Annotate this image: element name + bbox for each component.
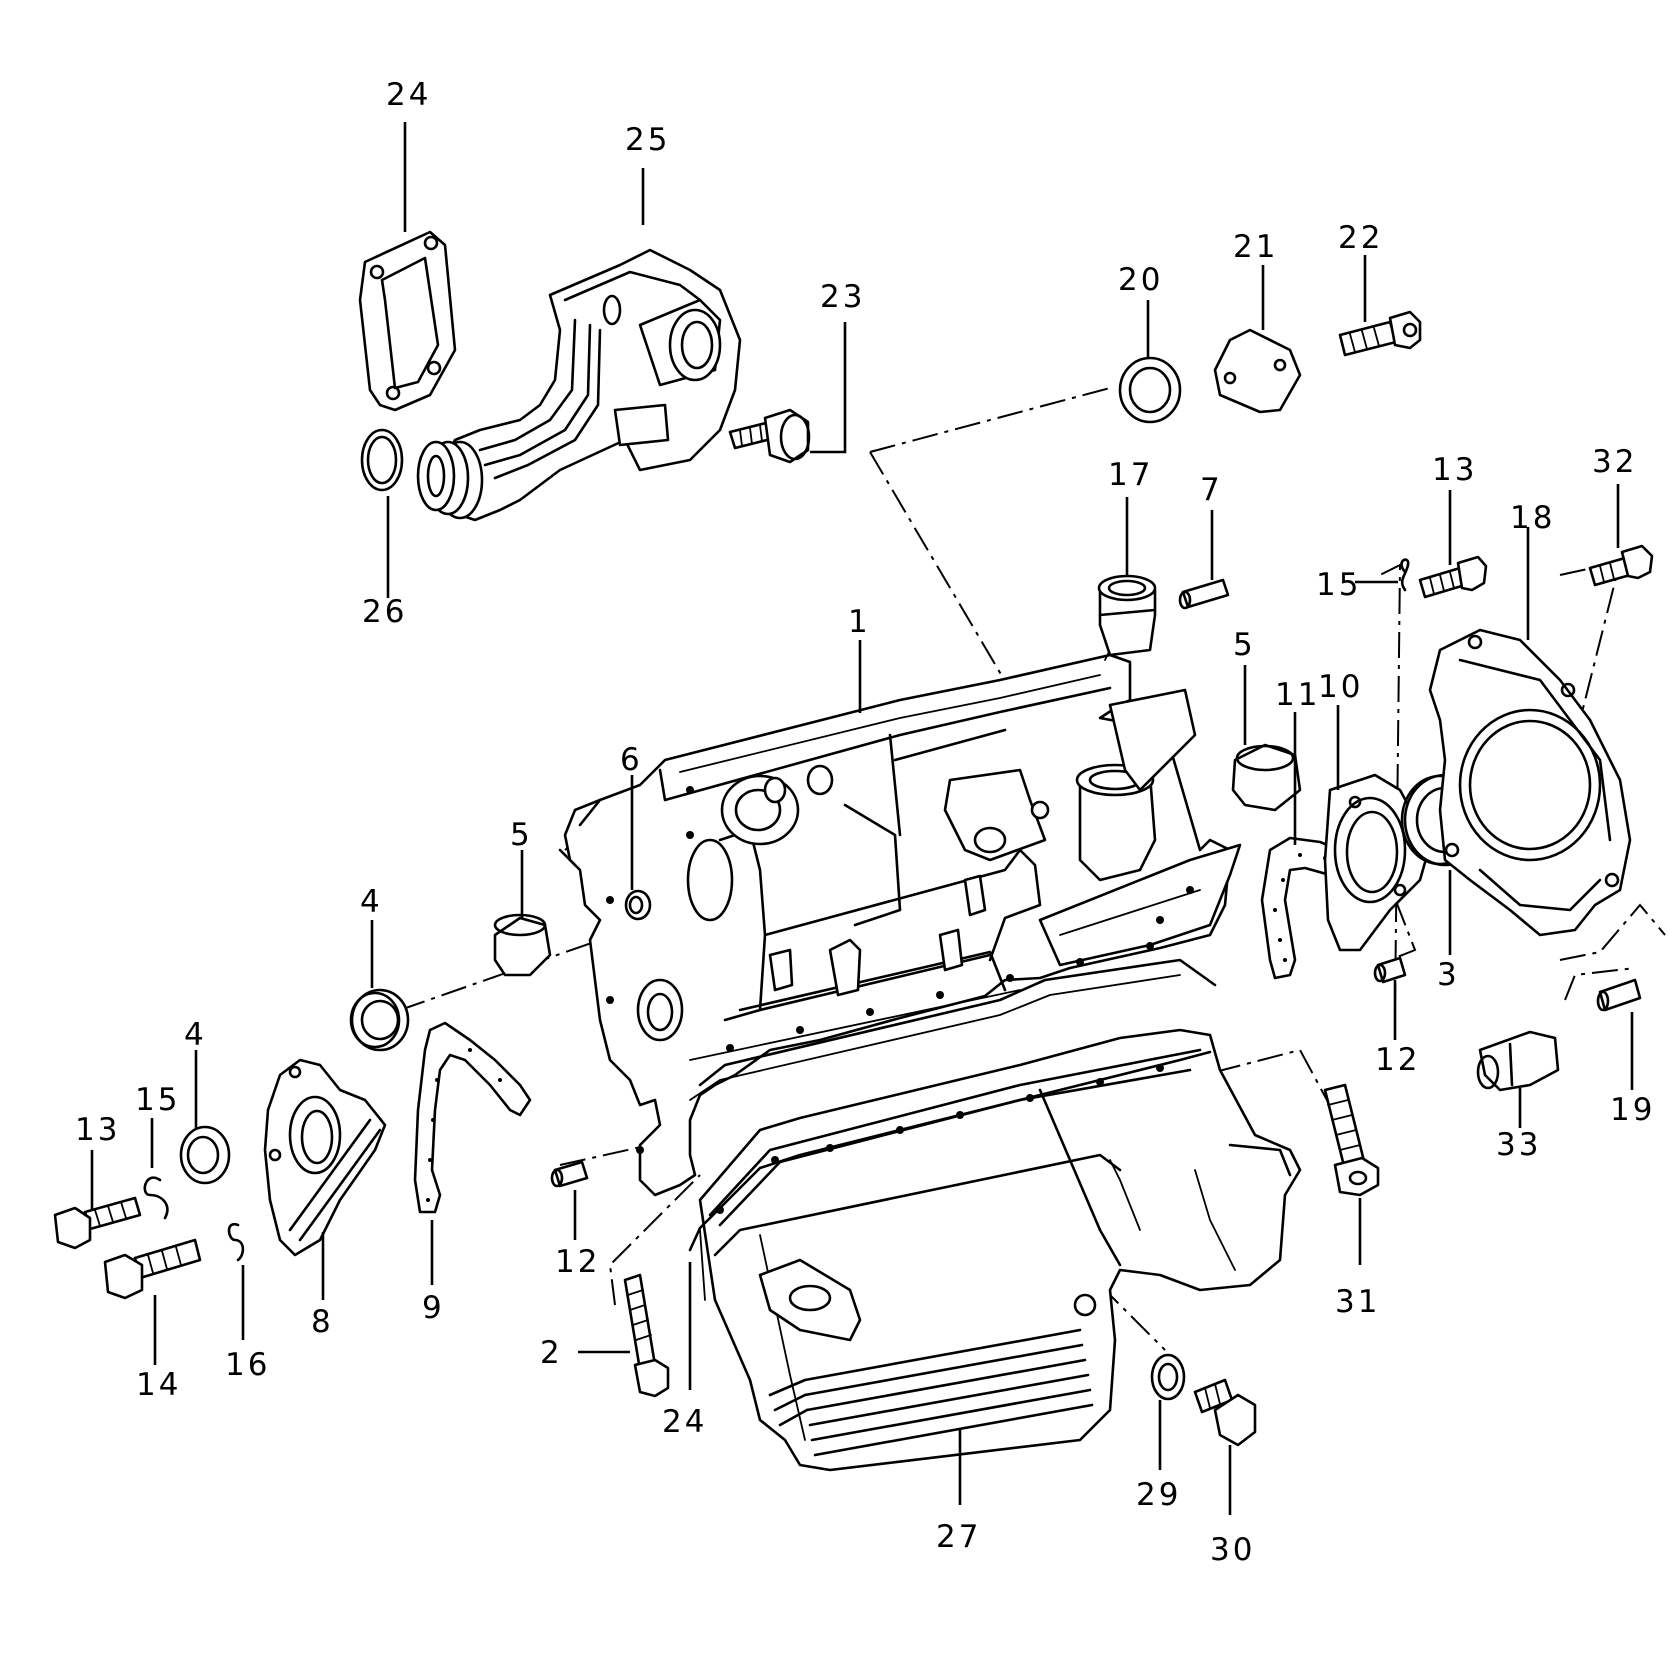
bolt-32 xyxy=(1588,544,1654,587)
callout-27: 27 xyxy=(936,1519,981,1555)
bushing-17 xyxy=(1097,574,1157,657)
drain-plug-30 xyxy=(1193,1378,1257,1447)
clip-16 xyxy=(227,1222,245,1262)
o-ring-20 xyxy=(1118,356,1182,424)
callout-25: 25 xyxy=(625,122,670,158)
plug-5-right xyxy=(1231,743,1302,812)
callout-16: 16 xyxy=(225,1347,270,1383)
callout-7: 7 xyxy=(1200,472,1223,508)
bolt-2 xyxy=(623,1273,670,1398)
plug-6 xyxy=(624,889,652,921)
dowel-7 xyxy=(1178,578,1230,610)
callout-15-right: 15 xyxy=(1316,567,1361,603)
plug-23 xyxy=(728,408,811,464)
callout-labels: 24 25 23 26 20 21 22 17 7 13 32 15 18 1 … xyxy=(75,77,1655,1568)
callout-1: 1 xyxy=(848,604,871,640)
callout-32: 32 xyxy=(1592,444,1637,480)
callout-19: 19 xyxy=(1610,1092,1655,1128)
callout-24-top: 24 xyxy=(386,77,431,113)
callout-29: 29 xyxy=(1136,1477,1181,1513)
bolt-31 xyxy=(1323,1083,1380,1197)
callout-24-bottom: 24 xyxy=(662,1404,707,1440)
dowel-19 xyxy=(1596,978,1642,1012)
callout-33: 33 xyxy=(1496,1127,1541,1163)
callout-11: 11 xyxy=(1275,677,1320,713)
callout-23: 23 xyxy=(820,279,865,315)
cover-plate-21 xyxy=(1213,328,1302,414)
callout-9: 9 xyxy=(422,1290,445,1326)
callout-22: 22 xyxy=(1338,220,1383,256)
water-pump-housing xyxy=(416,248,742,522)
callout-12-right: 12 xyxy=(1375,1042,1420,1078)
callout-3: 3 xyxy=(1437,957,1460,993)
callout-8: 8 xyxy=(311,1304,334,1340)
callout-2: 2 xyxy=(540,1335,563,1371)
seal-4-mid xyxy=(349,988,410,1052)
callout-13-left: 13 xyxy=(75,1112,120,1148)
callout-21: 21 xyxy=(1233,229,1278,265)
o-ring-26 xyxy=(360,428,404,492)
callout-14: 14 xyxy=(136,1367,181,1403)
callout-12-left: 12 xyxy=(555,1244,600,1280)
clip-15-right xyxy=(1400,558,1410,592)
cover-18 xyxy=(1428,628,1632,937)
callout-4-left: 4 xyxy=(184,1017,207,1053)
callout-31: 31 xyxy=(1335,1284,1380,1320)
callout-17: 17 xyxy=(1108,457,1153,493)
bolt-14 xyxy=(103,1238,202,1300)
callout-30: 30 xyxy=(1210,1532,1255,1568)
oil-pan xyxy=(698,1028,1302,1472)
callout-5-left: 5 xyxy=(510,817,533,853)
bolt-22 xyxy=(1338,310,1422,357)
callout-5-right: 5 xyxy=(1233,627,1256,663)
callout-6: 6 xyxy=(620,742,643,778)
callout-10: 10 xyxy=(1318,669,1363,705)
plug-5-left xyxy=(493,913,552,977)
callout-26: 26 xyxy=(362,594,407,630)
leader-lines xyxy=(90,122,1634,1515)
dowel-12-right xyxy=(1373,956,1407,984)
callout-15-left: 15 xyxy=(135,1082,180,1118)
pan-gasket xyxy=(688,1050,1212,1252)
bolt-13-left xyxy=(53,1196,142,1250)
bolt-13-right xyxy=(1418,555,1488,599)
dowel-12-left xyxy=(550,1160,589,1188)
callout-20: 20 xyxy=(1118,262,1163,298)
gasket-24-top xyxy=(358,230,457,412)
seal-carrier-8 xyxy=(263,1058,387,1257)
callout-4-mid: 4 xyxy=(360,884,383,920)
gasket-9 xyxy=(413,1021,532,1214)
callout-18: 18 xyxy=(1510,500,1555,536)
washer-29 xyxy=(1150,1353,1186,1401)
plug-33 xyxy=(1476,1030,1560,1092)
callout-13-right: 13 xyxy=(1432,452,1477,488)
engine-block xyxy=(558,589,1242,1197)
clip-15-left xyxy=(143,1176,169,1220)
seal-4-left xyxy=(179,1125,231,1185)
